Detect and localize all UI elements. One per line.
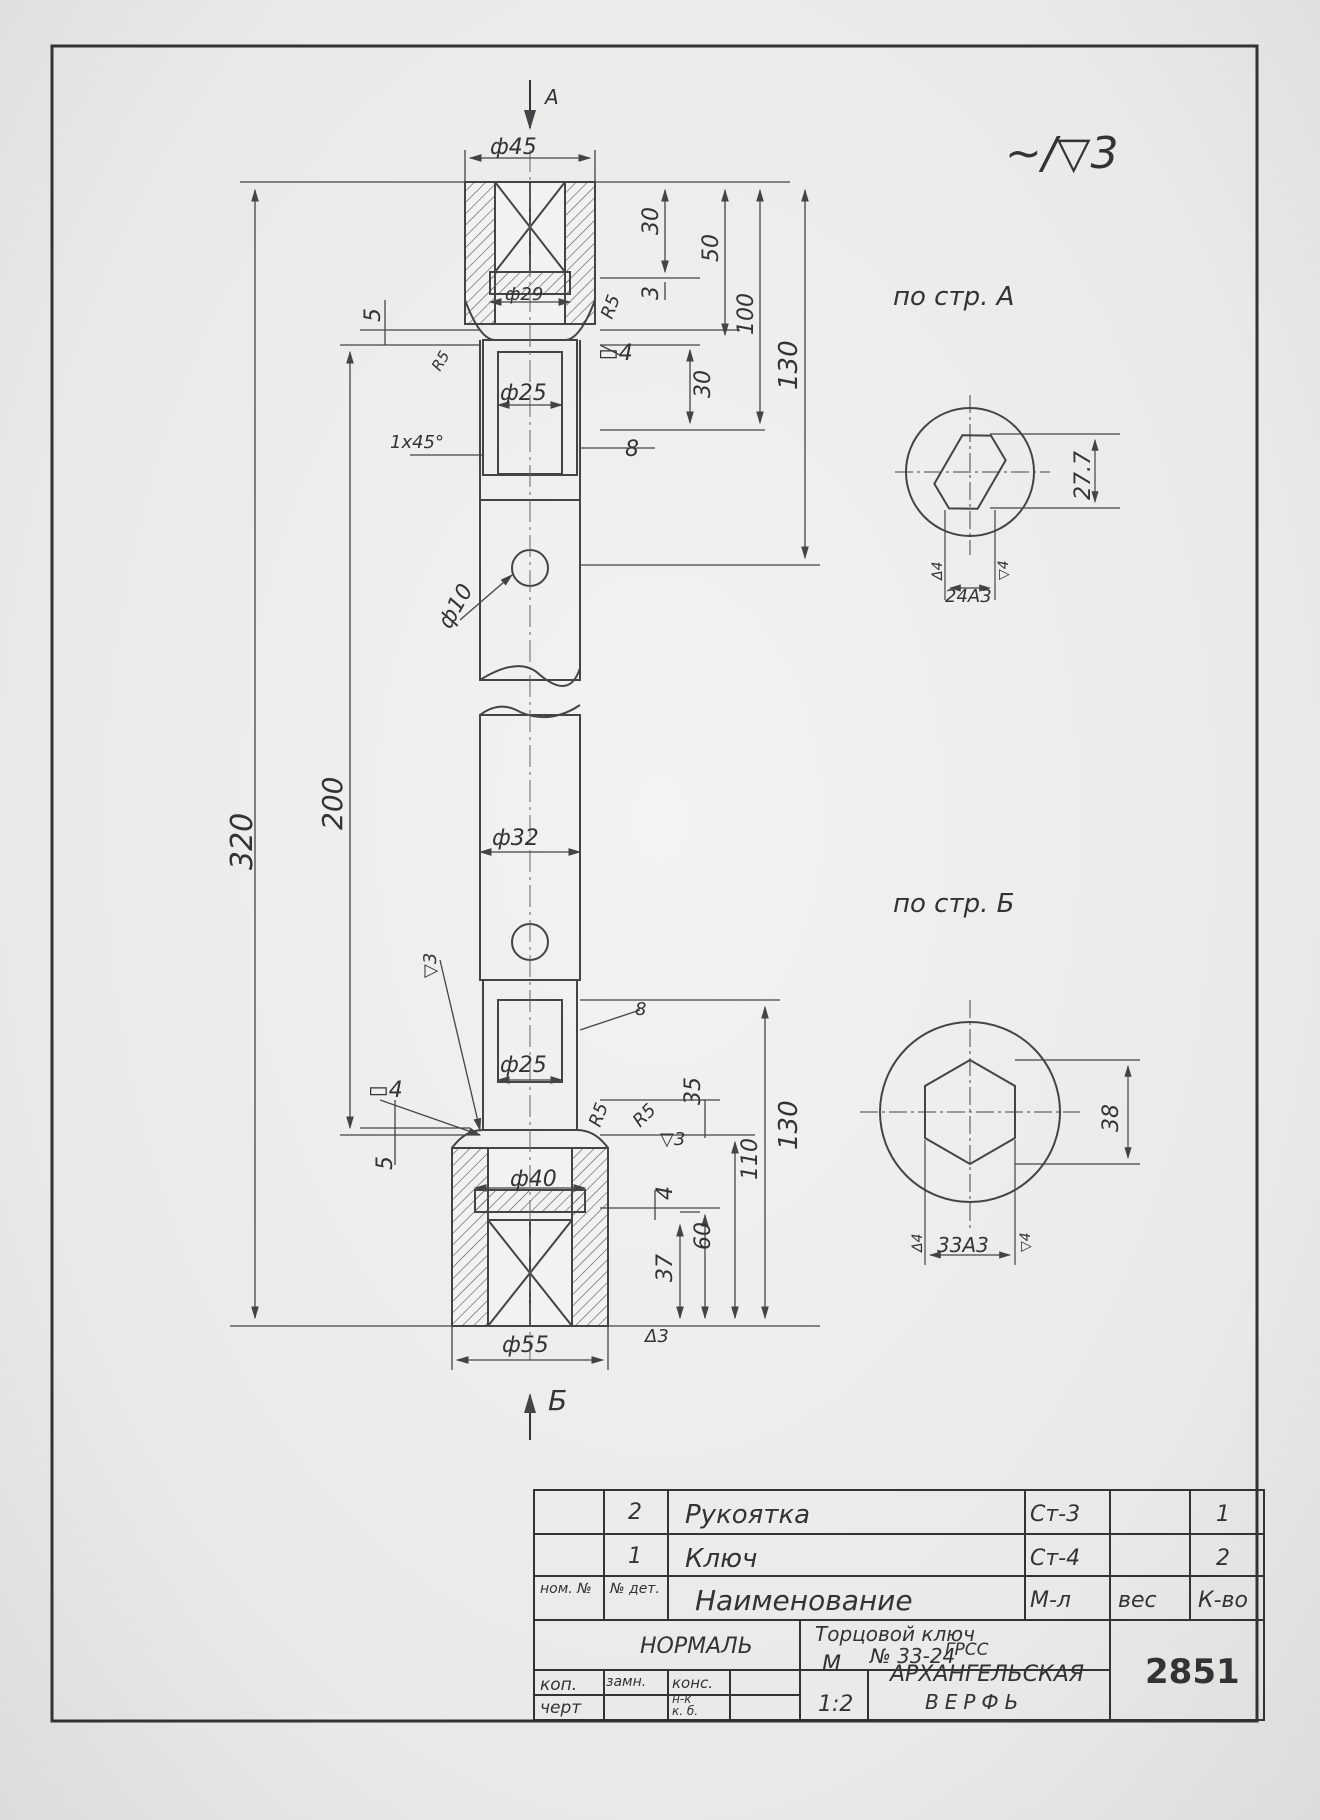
part-1-number: 1 (628, 1544, 642, 1569)
dim-3: 3 (639, 286, 664, 300)
kop-label: коп. (540, 1675, 578, 1695)
weld-8-top: 8 (625, 437, 639, 462)
radius-r5-left-top: R5 (428, 348, 454, 374)
view-b-dim-38: 38 (1099, 1104, 1124, 1132)
view-b-tol-left: Δ4 (910, 1234, 926, 1253)
zam-label: замн. (606, 1674, 647, 1690)
dimension-lines (230, 150, 820, 1370)
dim-50: 50 (699, 234, 724, 262)
view-a-dim-27-7: 27.7 (1071, 451, 1096, 500)
arrow-a-label: А (543, 85, 559, 109)
dim-phi45: ф45 (490, 135, 537, 160)
surface-finish-general: ~/▽3 (1005, 128, 1119, 179)
radius-r5-right-top: R5 (597, 292, 625, 322)
part-1-qty: 2 (1216, 1546, 1230, 1571)
kons-label: конс. (672, 1674, 714, 1692)
scale-value: 1:2 (818, 1692, 854, 1717)
part-2-name: Рукоятка (685, 1500, 811, 1530)
dim-phi55: ф55 (502, 1333, 549, 1358)
view-a-tol-right: ▽4 (996, 560, 1012, 580)
chert-label: черт (540, 1698, 582, 1718)
item-number: № 33-24 (870, 1644, 956, 1668)
dim-130-bottom: 130 (774, 1100, 804, 1150)
view-b-title: по стр. Б (893, 889, 1014, 919)
part-1-material: Ст-4 (1030, 1546, 1081, 1571)
dim-4: 4 (653, 1186, 678, 1200)
dim-60: 60 (691, 1222, 716, 1250)
kb-label: к. б. (672, 1704, 699, 1718)
dim-320: 320 (225, 813, 260, 870)
view-a-dim-24: 24А3 (945, 586, 992, 607)
header-name: Наименование (695, 1584, 913, 1617)
view-b-dim-33: 33А3 (937, 1233, 989, 1257)
org-line-2: АРХАНГЕЛЬСКАЯ (890, 1662, 1085, 1687)
finish-bottom-a: ▽3 (660, 1129, 685, 1150)
title-block-grid (533, 1489, 1265, 1721)
scale-label: М (822, 1652, 841, 1677)
square-4-bottom: ▭4 (368, 1078, 403, 1103)
header-weight: вес (1118, 1588, 1157, 1613)
dim-phi25-top: ф25 (500, 381, 547, 406)
normal-label: НОРМАЛЬ (640, 1634, 753, 1659)
radius-r5-bottom-a: R5 (585, 1100, 613, 1130)
view-a-tol-left: Δ4 (930, 562, 946, 581)
item-title: Торцовой ключ (815, 1622, 975, 1646)
weld-8-bottom: 8 (635, 999, 646, 1020)
finish-left: ▽3 (420, 953, 441, 978)
sheet-number: 2851 (1145, 1652, 1240, 1692)
dim-phi10: ф10 (434, 580, 479, 633)
org-line-3: ВЕРФЬ (925, 1690, 1025, 1714)
dim-100: 100 (734, 293, 759, 335)
dim-5-bottom: 5 (373, 1156, 398, 1170)
dim-30-b: 30 (691, 370, 716, 398)
chamfer-1x45: 1x45° (390, 432, 444, 453)
dim-35: 35 (681, 1077, 706, 1105)
part-2-qty: 1 (1216, 1502, 1230, 1527)
dim-110: 110 (738, 1138, 763, 1180)
dim-phi29: ф29 (505, 284, 543, 305)
part-2-number: 2 (628, 1500, 642, 1525)
header-qty: К-во (1198, 1588, 1248, 1613)
view-a (895, 395, 1120, 600)
part-2-material: Ст-3 (1030, 1502, 1081, 1527)
wrench-side-view (451, 181, 609, 1327)
dim-phi25-bottom: ф25 (500, 1053, 547, 1078)
dim-5-top: 5 (361, 308, 386, 322)
nk-label: н-к (672, 1692, 692, 1706)
finish-bottom-b: Δ3 (643, 1326, 669, 1347)
dim-phi32: ф32 (492, 826, 539, 851)
arrow-b-label: Б (548, 1384, 567, 1417)
view-b (860, 1000, 1140, 1265)
dim-37: 37 (653, 1254, 678, 1282)
dim-phi40: ф40 (510, 1167, 557, 1192)
view-b-tol-right: ▽4 (1018, 1232, 1034, 1252)
header-det: № дет. (610, 1581, 660, 1597)
dim-30-a: 30 (639, 207, 664, 235)
dim-130-top: 130 (774, 340, 804, 390)
square-4-top: ▭4 (598, 341, 633, 366)
radius-r5-bottom-b: R5 (629, 1100, 661, 1132)
header-nom: ном. № (540, 1581, 592, 1597)
part-1-name: Ключ (685, 1544, 758, 1574)
dim-200: 200 (316, 777, 349, 830)
org-line-1: ГРСС (945, 1640, 989, 1660)
view-a-title: по стр. А (893, 282, 1014, 312)
header-material: М-л (1030, 1588, 1071, 1613)
